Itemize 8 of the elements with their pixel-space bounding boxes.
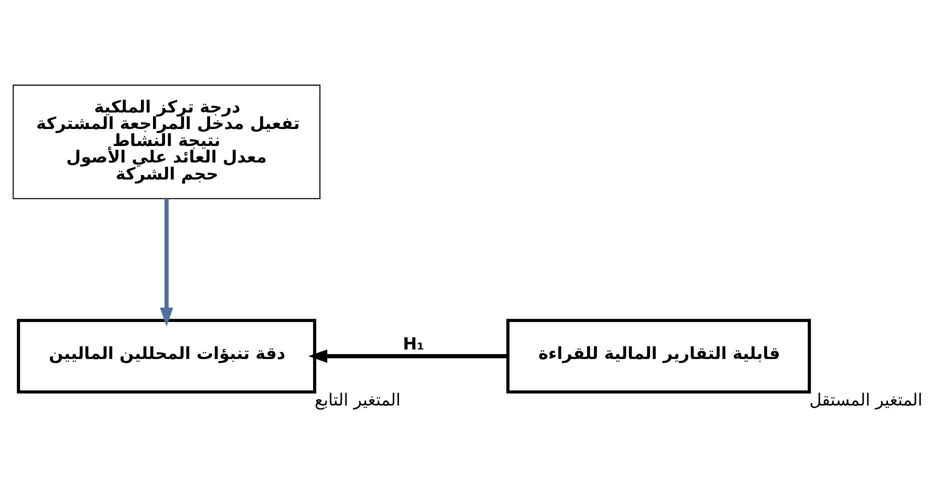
node-label: المتغير التابع bbox=[314, 388, 401, 409]
node-label: المتغير المستقل bbox=[809, 388, 922, 409]
arrow bbox=[160, 198, 174, 326]
arrow bbox=[308, 349, 508, 362]
edge-label: H₁ bbox=[402, 333, 424, 354]
node-box: درجة تركز الملكية تفعيل مدخل المراجعة المشتركة نتيجة النشاط معدل العائد علي الأصول حجم الشركة bbox=[12, 84, 320, 199]
node-box: دقة تنبؤات المحللين الماليين bbox=[16, 318, 316, 393]
node-box: قابلية التقارير المالية للقراءة bbox=[506, 318, 811, 393]
